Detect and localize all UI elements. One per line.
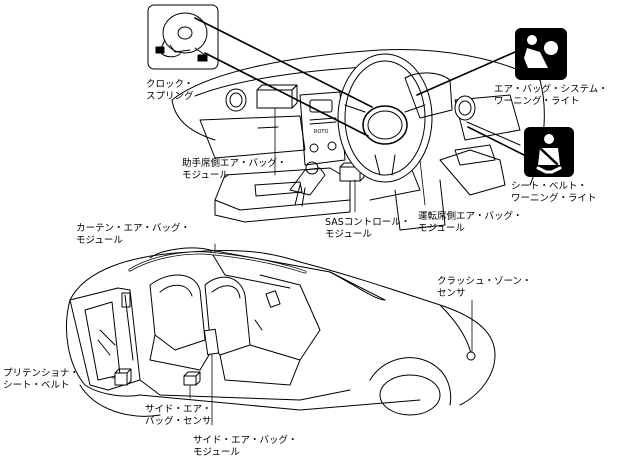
label-airbag-warning-light: エア・バッグ・システム・ワーニング・ライト <box>494 84 608 107</box>
airbag-warning-icon <box>515 28 567 80</box>
side-airbag-module-box <box>203 328 220 356</box>
label-side-airbag-module: サイド・エア・バッグ・モジュール <box>193 435 298 458</box>
label-crash-zone-sensor: クラッシュ・ゾーン・センサ <box>437 276 532 299</box>
clock-spring-icon <box>147 4 219 70</box>
label-side-airbag-sensor: サイド・エア・バッグ・センサ <box>145 404 212 427</box>
label-driver-airbag-module: 運転席側エア・バッグ・モジュール <box>418 211 523 234</box>
side-airbag-sensor-box <box>183 375 197 386</box>
crash-zone-sensor-dot <box>466 351 476 361</box>
pretensioner-box <box>114 372 128 386</box>
label-passenger-airbag-module: 助手席側エア・バッグ・モジュール <box>182 158 287 181</box>
car-illustration <box>65 247 496 417</box>
label-clock-spring: クロック・スプリング <box>146 79 194 102</box>
dashboard-illustration: ROTO <box>171 49 545 231</box>
seatbelt-warning-icon <box>524 127 574 177</box>
sas-module-box <box>339 166 361 182</box>
passenger-airbag-module-box <box>256 89 293 109</box>
driver-airbag-hub <box>362 105 408 145</box>
label-pretensioner-seatbelt: プリテンショナ・シート・ベルト <box>3 368 80 391</box>
label-curtain-airbag-module: カーテン・エア・バッグ・モジュール <box>76 223 191 246</box>
label-sas-control-module: SASコントロール・モジュール <box>325 217 411 240</box>
leader-lines <box>194 17 525 156</box>
label-seatbelt-warning-light: シート・ベルト・ワーニング・ライト <box>511 181 597 204</box>
dashboard-badge: ROTO <box>314 129 328 135</box>
callout-lines <box>111 107 473 426</box>
